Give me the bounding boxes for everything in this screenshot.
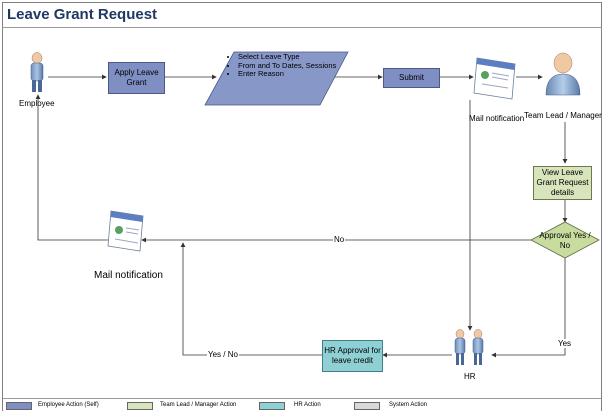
mail-notification-left-label: Mail notification: [94, 270, 163, 281]
page-title: Leave Grant Request: [7, 6, 158, 23]
legend-label-employee: Employee Action (Self): [38, 402, 99, 408]
details-item: Enter Reason: [238, 70, 346, 79]
team-lead-person-icon: [545, 52, 581, 96]
legend-label-system: System Action: [389, 402, 428, 408]
yes-flow-label: Yes: [557, 339, 573, 348]
submit-step: Submit: [383, 68, 440, 88]
mail-notification-top-label: Mail notification: [469, 114, 525, 123]
leave-details-parallelogram: [204, 51, 349, 106]
employee-person-icon: [30, 52, 44, 92]
legend-swatch-system: [354, 402, 380, 410]
details-item: From and To Dates, Sessions: [238, 61, 346, 71]
arrow-hrapproval-to-mail: [180, 242, 322, 356]
legend-swatch-hr: [259, 402, 285, 410]
employee-label: Employee: [19, 99, 55, 108]
details-item: Select Leave Type: [238, 52, 346, 62]
team-lead-label: Team Lead / Manager: [524, 111, 602, 120]
leave-details-list: Select Leave Type From and To Dates, Ses…: [226, 52, 346, 79]
view-request-details-step: View Leave Grant Request details: [533, 166, 592, 200]
no-flow-label: No: [333, 235, 346, 244]
mail-notification-top-icon: [473, 57, 516, 100]
apply-leave-grant-step: Apply Leave Grant: [108, 62, 165, 94]
legend-swatch-employee: [6, 402, 32, 410]
legend-label-team-lead: Team Lead / Manager Action: [160, 402, 237, 408]
approval-decision-label: Approval Yes / No: [539, 231, 591, 250]
hr-approval-step: HR Approval for leave credit: [322, 340, 383, 372]
legend-swatch-team-lead: [127, 402, 153, 410]
hr-people-icon: [454, 329, 484, 365]
yes-no-flow-label: Yes / No: [207, 350, 239, 359]
hr-label: HR: [464, 372, 476, 381]
arrow-approval-yes: [491, 258, 566, 358]
legend-label-hr: HR Action: [294, 402, 321, 408]
mail-notification-left-icon: [107, 210, 144, 252]
arrow-mail-to-employee: [35, 94, 108, 241]
legend: Employee Action (Self) Team Lead / Manag…: [3, 398, 601, 412]
approval-decision-diamond: [530, 221, 600, 259]
title-divider: [2, 27, 602, 28]
